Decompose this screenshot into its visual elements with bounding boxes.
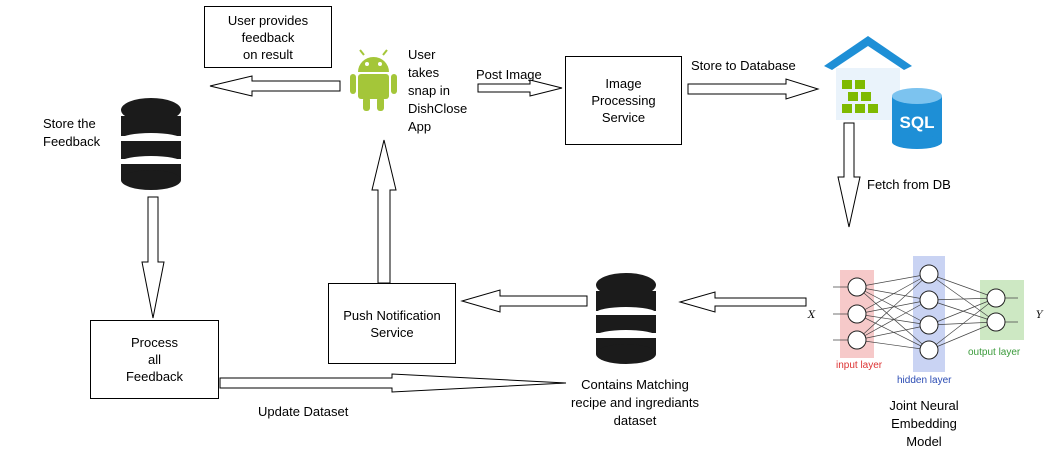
output-node: [986, 312, 1006, 332]
output-layer-band: [980, 280, 1024, 340]
dataset-caption-label: Contains Matching recipe and ingrediants…: [571, 377, 699, 428]
arrow-dataset-to-push: [460, 289, 588, 313]
input-symbol: X: [807, 310, 816, 321]
nn-connection: [856, 299, 930, 341]
image-processing-service-box: Image Processing Service: [565, 56, 682, 145]
hidden-node: [919, 315, 939, 335]
sql-label: SQL: [900, 113, 935, 132]
nn-connection: [928, 321, 997, 351]
arrow-store-to-database: [687, 78, 820, 100]
nn-connection: [856, 286, 930, 301]
arrow-push-to-app: [371, 139, 397, 284]
arrow-model-to-dataset: [678, 291, 807, 313]
feedback-database-icon: [121, 98, 181, 190]
input-layer-label: input layer: [836, 360, 883, 371]
android-icon: [350, 49, 397, 111]
push-notification-text: Push Notification Service: [343, 307, 441, 340]
arrow-post-image: [477, 79, 563, 97]
output-layer-label: output layer: [968, 347, 1021, 358]
nn-connection: [928, 273, 997, 299]
arrow-feedback-db-to-process: [141, 196, 165, 319]
post-image-label: Post Image: [476, 67, 542, 82]
input-node: [847, 304, 867, 324]
nn-connection: [856, 286, 930, 351]
store-feedback-label: Store the Feedback: [43, 116, 101, 149]
nn-connection: [856, 273, 930, 288]
arrow-app-to-feedback: [209, 75, 341, 97]
input-node: [847, 277, 867, 297]
nn-connection: [856, 313, 930, 326]
output-symbol: Y: [1036, 310, 1044, 321]
hidden-layer-label: hidden layer: [897, 375, 952, 386]
nn-connection: [928, 321, 997, 326]
feedback-note-text: User provides feedback on result: [227, 12, 309, 62]
arrow-update-dataset: [219, 373, 567, 393]
process-feedback-text: Process all Feedback: [125, 335, 184, 384]
nn-connection: [928, 273, 997, 323]
update-dataset-label: Update Dataset: [258, 404, 349, 419]
input-node: [847, 330, 867, 350]
nn-connection: [856, 273, 930, 341]
nn-connection: [928, 297, 997, 301]
push-notification-service-box: Push Notification Service: [328, 283, 456, 364]
process-feedback-box: Process all Feedback: [90, 320, 219, 399]
fetch-from-db-label: Fetch from DB: [867, 177, 951, 192]
nn-connection: [856, 286, 930, 326]
hidden-node: [919, 340, 939, 360]
output-node: [986, 288, 1006, 308]
store-to-database-label: Store to Database: [691, 58, 796, 73]
hidden-node: [919, 264, 939, 284]
nn-connection: [928, 297, 997, 351]
nn-connection: [856, 324, 930, 341]
model-caption-label: Joint Neural Embedding Model: [889, 398, 959, 449]
nn-connection: [856, 313, 930, 351]
nn-connection: [856, 339, 930, 351]
dataset-database-icon: [596, 273, 656, 364]
image-processing-text: Image Processing Service: [591, 76, 656, 125]
user-takes-snap-label: User takes snap in DishClose App: [408, 47, 468, 134]
nn-connection: [928, 297, 997, 326]
nn-connection: [928, 299, 997, 323]
neural-network-illustration: X Y input layer hidden layer output laye…: [807, 256, 1044, 386]
feedback-note-box: User provides feedback on result: [204, 6, 332, 68]
hidden-node: [919, 290, 939, 310]
arrow-fetch-from-db: [837, 122, 861, 228]
sql-warehouse-icon: SQL: [824, 36, 942, 149]
nn-connection: [856, 273, 930, 315]
